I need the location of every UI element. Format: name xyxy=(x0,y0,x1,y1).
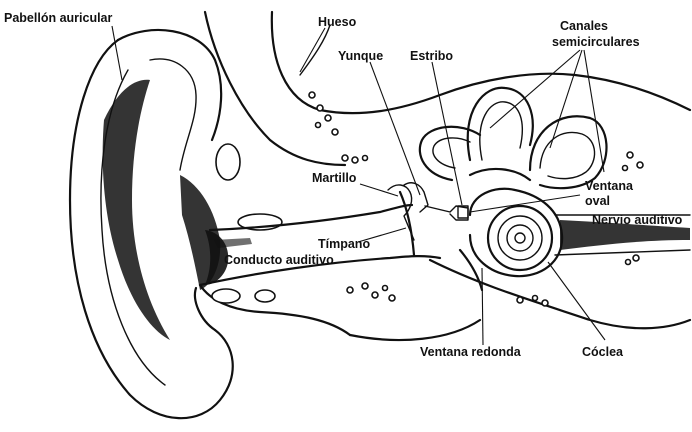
ossicles-drawing xyxy=(388,183,468,255)
pinna-drawing xyxy=(70,30,233,418)
label-semicirculares: semicirculares xyxy=(552,35,640,49)
label-nervio-auditivo: Nervio auditivo xyxy=(592,213,683,227)
cochlea-drawing xyxy=(460,189,690,290)
label-coclea: Cóclea xyxy=(582,345,624,359)
label-conducto-auditivo: Conducto auditivo xyxy=(224,253,334,267)
label-timpano: Tímpano xyxy=(318,237,370,251)
label-ventana-oval-1: Ventana xyxy=(585,179,634,193)
label-hueso: Hueso xyxy=(318,15,357,29)
label-pabellon-auricular: Pabellón auricular xyxy=(4,11,113,25)
label-ventana-oval-2: oval xyxy=(585,194,610,208)
label-estribo: Estribo xyxy=(410,49,453,63)
label-martillo: Martillo xyxy=(312,171,357,185)
label-yunque: Yunque xyxy=(338,49,383,63)
label-canales: Canales xyxy=(560,19,608,33)
label-ventana-redonda: Ventana redonda xyxy=(420,345,522,359)
